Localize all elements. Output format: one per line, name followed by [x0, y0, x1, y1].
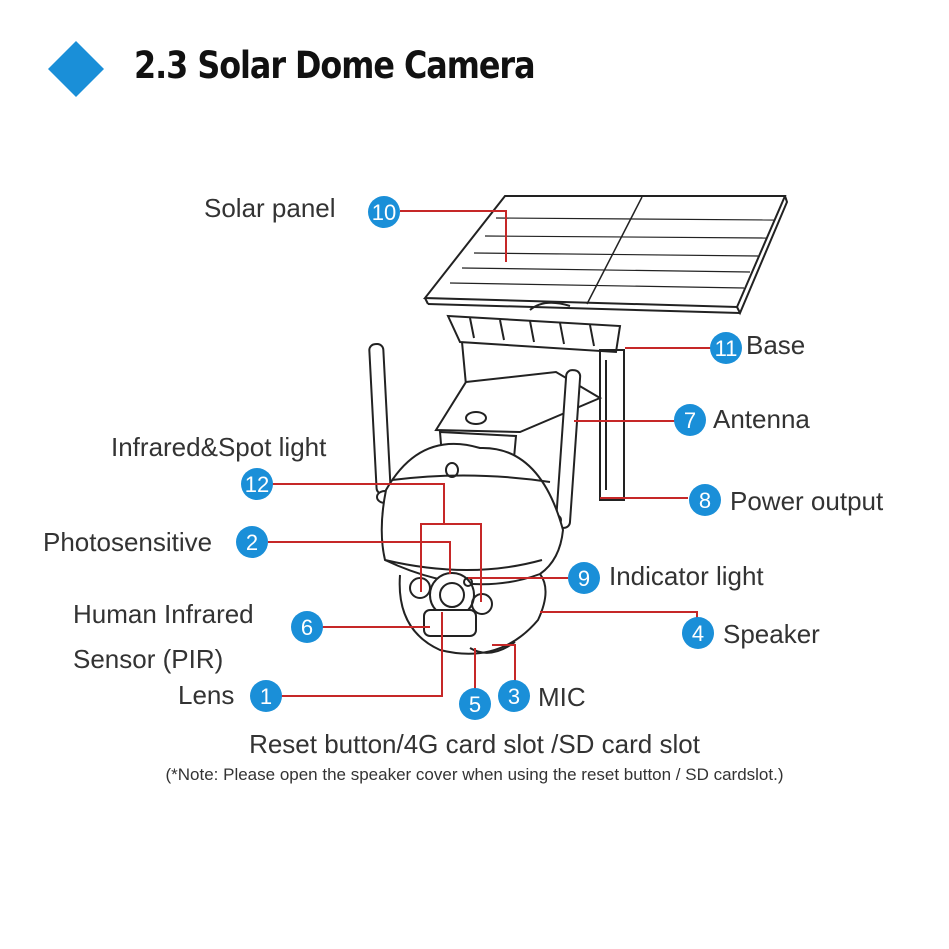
svg-text:8: 8 — [699, 488, 711, 513]
label-solar-panel: Solar panel — [204, 193, 336, 223]
callout-badge-2: 2 — [236, 526, 268, 558]
callout-badge-9: 9 — [568, 562, 600, 594]
svg-text:6: 6 — [301, 615, 313, 640]
label-mic: MIC — [538, 682, 586, 712]
svg-text:2: 2 — [246, 530, 258, 555]
callout-badge-3: 3 — [498, 680, 530, 712]
leader-line-4 — [540, 611, 698, 632]
dome-camera-illustration — [380, 430, 565, 655]
svg-text:4: 4 — [692, 621, 704, 646]
label-power-output: Power output — [730, 486, 884, 516]
leader-line-12b — [444, 523, 482, 602]
label-infrared-spot-light: Infrared&Spot light — [111, 432, 327, 462]
callout-badge-6: 6 — [291, 611, 323, 643]
label-lens: Lens — [178, 680, 235, 710]
diamond-icon — [48, 41, 104, 97]
svg-text:9: 9 — [578, 566, 590, 591]
label-human-infrared: Human Infrared — [73, 599, 254, 629]
callout-badge-7: 7 — [674, 404, 706, 436]
svg-text:7: 7 — [684, 408, 696, 433]
page-title: 2.3 Solar Dome Camera — [134, 44, 536, 87]
label-indicator-light: Indicator light — [609, 561, 764, 591]
reset-slot-caption: Reset button/4G card slot /SD card slot — [249, 729, 700, 759]
solar-panel-illustration — [422, 195, 789, 316]
callout-badge-8: 8 — [689, 484, 721, 516]
label-pir-sensor: Sensor (PIR) — [73, 644, 224, 674]
svg-text:11: 11 — [715, 336, 738, 361]
label-photosensitive: Photosensitive — [43, 527, 213, 557]
callout-badge-11: 11 — [710, 332, 742, 364]
label-antenna: Antenna — [713, 404, 810, 434]
speaker-cover-note: (*Note: Please open the speaker cover wh… — [165, 765, 784, 784]
label-speaker: Speaker — [723, 619, 820, 649]
leader-lines — [268, 210, 712, 697]
callout-badge-12: 12 — [241, 468, 273, 500]
leader-line-10 — [400, 210, 507, 262]
leader-line-3 — [492, 644, 516, 690]
label-base: Base — [746, 330, 806, 360]
svg-text:5: 5 — [469, 692, 481, 717]
callout-badge-10: 10 — [368, 196, 400, 228]
svg-text:3: 3 — [508, 684, 520, 709]
leader-line-2 — [268, 541, 451, 574]
svg-text:10: 10 — [372, 200, 396, 225]
svg-text:1: 1 — [260, 684, 272, 709]
svg-text:12: 12 — [245, 472, 269, 497]
base-illustration — [434, 314, 625, 501]
leader-line-1 — [280, 612, 443, 697]
callout-badge-5: 5 — [459, 688, 491, 720]
callout-badge-4: 4 — [682, 617, 714, 649]
callout-badge-1: 1 — [250, 680, 282, 712]
